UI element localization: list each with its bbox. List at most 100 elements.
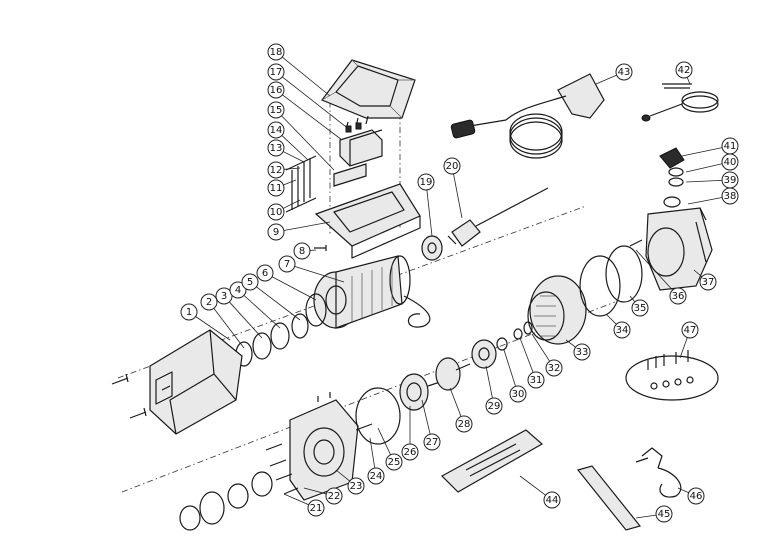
- part-number-bubble-28: 28: [455, 415, 473, 433]
- bubble-circle: [443, 157, 461, 175]
- part-number-bubble-37: 37: [699, 273, 717, 291]
- planetary-gear-26-27: [399, 373, 447, 411]
- part-number-bubble-7: 7: [278, 255, 296, 273]
- seal-rings-lower: [179, 471, 273, 531]
- part-number-label: 15: [270, 105, 283, 116]
- part-number-bubble-6: 6: [256, 264, 274, 282]
- part-number-bubble-17: 17: [267, 63, 285, 81]
- bubble-circle: [721, 137, 739, 155]
- part-number-bubble-31: 31: [527, 371, 545, 389]
- leader-line-31: [519, 337, 534, 373]
- leader-line-5: [256, 286, 301, 321]
- bubble-circle: [681, 321, 699, 339]
- part-number-bubble-27: 27: [423, 433, 441, 451]
- leader-line-21: [283, 493, 309, 506]
- part-number-label: 42: [678, 65, 691, 76]
- battery-cable: [641, 83, 719, 122]
- part-number-bubble-2: 2: [200, 293, 218, 311]
- part-number-label: 7: [284, 259, 290, 270]
- leader-line-15: [281, 115, 335, 171]
- leader-line-40: [685, 163, 723, 173]
- part-number-bubble-9: 9: [267, 223, 285, 241]
- bubble-circle: [241, 273, 259, 291]
- part-number-label: 37: [702, 277, 715, 288]
- gearbox-housing: [645, 207, 713, 291]
- bubble-circle: [385, 453, 403, 471]
- bubble-circle: [485, 397, 503, 415]
- leader-line-18: [281, 56, 331, 97]
- leader-line-35: [629, 295, 636, 303]
- control-box-base: [314, 183, 421, 259]
- part-number-bubble-18: 18: [267, 43, 285, 61]
- part-number-label: 46: [690, 491, 703, 502]
- part-number-bubble-45: 45: [655, 505, 673, 523]
- washer-31: [513, 328, 523, 340]
- leader-line-20: [453, 173, 463, 219]
- leader-line-47: [679, 337, 688, 359]
- part-number-label: 36: [672, 291, 685, 302]
- gearbox-end-housing: [289, 392, 359, 501]
- hook: [635, 447, 682, 498]
- planet-carrier-28: [435, 357, 471, 391]
- part-number-bubble-47: 47: [681, 321, 699, 339]
- leader-line-3: [229, 301, 263, 339]
- bubble-circle: [573, 343, 591, 361]
- drum-end-plate: [305, 293, 327, 327]
- part-number-bubble-44: 44: [543, 491, 561, 509]
- remote-control: [450, 73, 605, 159]
- bubble-circle: [267, 101, 285, 119]
- leader-line-28: [449, 387, 462, 417]
- part-number-label: 33: [576, 347, 589, 358]
- part-number-label: 34: [616, 325, 629, 336]
- leader-line-36: [635, 249, 673, 291]
- leader-line-14: [281, 135, 309, 161]
- part-number-label: 4: [235, 285, 241, 296]
- clutch-knob: [659, 147, 685, 208]
- seal-rings-left: [235, 313, 309, 367]
- part-number-bubble-20: 20: [443, 157, 461, 175]
- bubble-circle: [267, 121, 285, 139]
- leader-line-43: [595, 74, 617, 85]
- bearing-bushing: [421, 235, 443, 261]
- part-number-bubble-12: 12: [267, 161, 285, 179]
- ring-gear: [527, 275, 587, 345]
- bubble-circle: [293, 242, 311, 260]
- part-number-bubble-26: 26: [401, 443, 419, 461]
- bubble-circle: [180, 303, 198, 321]
- leader-line-29: [485, 365, 493, 399]
- part-number-label: 2: [206, 297, 212, 308]
- part-number-bubble-35: 35: [631, 299, 649, 317]
- bubble-circle: [615, 63, 633, 81]
- part-number-bubble-11: 11: [267, 179, 285, 197]
- leader-line-33: [565, 339, 576, 348]
- bubble-circle: [613, 321, 631, 339]
- part-number-label: 9: [273, 227, 279, 238]
- leader-line-37: [693, 269, 703, 278]
- winch-drum: [313, 255, 431, 329]
- bubble-circle: [267, 223, 285, 241]
- part-number-label: 45: [658, 509, 671, 520]
- part-number-label: 35: [634, 303, 647, 314]
- solenoid-pack: [339, 115, 383, 167]
- part-number-label: 11: [270, 183, 283, 194]
- part-number-label: 10: [270, 207, 283, 218]
- part-number-label: 43: [618, 67, 631, 78]
- leader-line-24: [369, 437, 376, 469]
- leader-line-19: [426, 189, 433, 237]
- part-number-bubble-29: 29: [485, 397, 503, 415]
- part-number-label: 40: [724, 157, 737, 168]
- screws-21: [265, 443, 299, 495]
- part-number-bubble-24: 24: [367, 467, 385, 485]
- bubble-circle: [256, 264, 274, 282]
- part-number-label: 6: [262, 268, 268, 279]
- ring-34: [579, 255, 621, 317]
- part-number-label: 16: [270, 85, 283, 96]
- part-number-bubble-23: 23: [347, 477, 365, 495]
- part-number-label: 22: [328, 491, 341, 502]
- part-number-bubble-39: 39: [721, 171, 739, 189]
- part-number-label: 21: [310, 503, 323, 514]
- bubble-circle: [527, 371, 545, 389]
- bubble-circle: [267, 161, 285, 179]
- part-number-label: 14: [270, 125, 283, 136]
- bubble-circle: [267, 179, 285, 197]
